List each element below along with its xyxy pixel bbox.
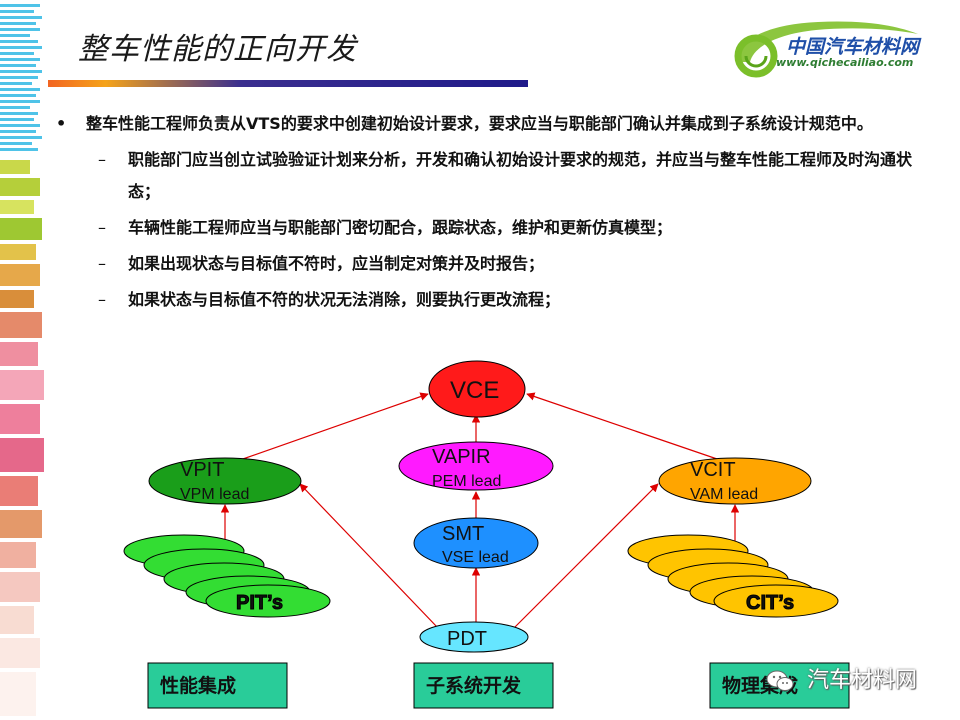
sub-bullet-text: 如果出现状态与目标值不符时，应当制定对策并及时报告； <box>128 254 545 273</box>
bullet-main-text: 整车性能工程师负责从VTS的要求中创建初始设计要求，要求应当与职能部门确认并集成… <box>86 114 873 133</box>
pdt-label: PDT <box>447 628 487 650</box>
smt-sub-label: VSE lead <box>442 549 509 566</box>
arrow-vcit-to-vce <box>526 392 721 461</box>
sub-bullet-3: – 如果出现状态与目标值不符时，应当制定对策并及时报告； <box>56 248 918 280</box>
wechat-icon <box>766 670 794 691</box>
title-underline-bar <box>48 80 528 87</box>
bullet-main: • 整车性能工程师负责从VTS的要求中创建初始设计要求，要求应当与职能部门确认并… <box>56 108 906 140</box>
sub-bullet-2: – 车辆性能工程师应当与职能部门密切配合，跟踪状态，维护和更新仿真模型； <box>56 212 918 244</box>
vcit-label: VCIT <box>690 459 736 481</box>
node-vapir: VAPIR PEM lead <box>398 441 554 491</box>
sub-bullet-text: 如果状态与目标值不符的状况无法消除，则要执行更改流程； <box>128 290 561 309</box>
smt-label: SMT <box>442 523 484 545</box>
decorative-left-strip <box>0 0 48 720</box>
arrow-pdt-to-vcit <box>513 483 659 629</box>
logo-brand-text: 中国汽车材料网 <box>786 36 920 58</box>
sub-bullet-text: 职能部门应当创立试验验证计划来分析，开发和确认初始设计要求的规范，并应当与整车性… <box>128 150 913 201</box>
sub-bullet-dash-icon: – <box>98 290 106 309</box>
slide-title: 整车性能的正向开发 <box>78 32 357 67</box>
cits-stack: CIT’s <box>627 534 839 618</box>
node-vpit: VPIT VPM lead <box>148 457 302 505</box>
sub-bullet-text: 车辆性能工程师应当与职能部门密切配合，跟踪状态，维护和更新仿真模型； <box>128 218 673 237</box>
vapir-label: VAPIR <box>432 446 491 468</box>
logo-url-text: www.qichecailiao.com <box>776 56 914 69</box>
sub-bullet-4: – 如果状态与目标值不符的状况无法消除，则要执行更改流程； <box>56 284 918 316</box>
pits-label: PIT’s <box>236 592 283 614</box>
box-subsystem-development: 子系统开发 <box>413 662 554 709</box>
vpit-sub-label: VPM lead <box>180 486 249 503</box>
box-performance-integration: 性能集成 <box>147 662 288 709</box>
box-left-label: 性能集成 <box>160 674 236 697</box>
vapir-sub-label: PEM lead <box>432 473 501 490</box>
node-pdt: PDT <box>419 621 529 653</box>
watermark: 汽车材料网 <box>766 662 917 694</box>
sub-bullet-dash-icon: – <box>98 254 106 273</box>
bullet-dot-icon: • <box>56 114 67 133</box>
brand-logo: 中国汽车材料网 www.qichecailiao.com <box>728 10 948 80</box>
diagram-arrows <box>220 392 740 629</box>
bullet-list: • 整车性能工程师负责从VTS的要求中创建初始设计要求，要求应当与职能部门确认并… <box>56 108 936 316</box>
vcit-sub-label: VAM lead <box>690 486 758 503</box>
sub-bullet-dash-icon: – <box>98 218 106 237</box>
vce-label: VCE <box>450 377 499 404</box>
node-vce: VCE <box>428 360 526 418</box>
sub-bullet-1: – 职能部门应当创立试验验证计划来分析，开发和确认初始设计要求的规范，并应当与整… <box>56 144 918 208</box>
vpit-label: VPIT <box>180 459 224 481</box>
node-smt: SMT VSE lead <box>413 517 539 569</box>
cits-label: CIT’s <box>746 592 794 614</box>
box-center-label: 子系统开发 <box>426 674 522 697</box>
arrow-vpit-to-vce <box>239 392 429 461</box>
sub-bullet-dash-icon: – <box>98 150 106 169</box>
logo-swoosh-icon <box>734 21 918 78</box>
watermark-text: 汽车材料网 <box>807 668 918 693</box>
arrow-pdt-to-vpit <box>299 483 439 629</box>
pits-stack: PIT’s <box>123 534 331 618</box>
node-vcit: VCIT VAM lead <box>658 457 812 505</box>
